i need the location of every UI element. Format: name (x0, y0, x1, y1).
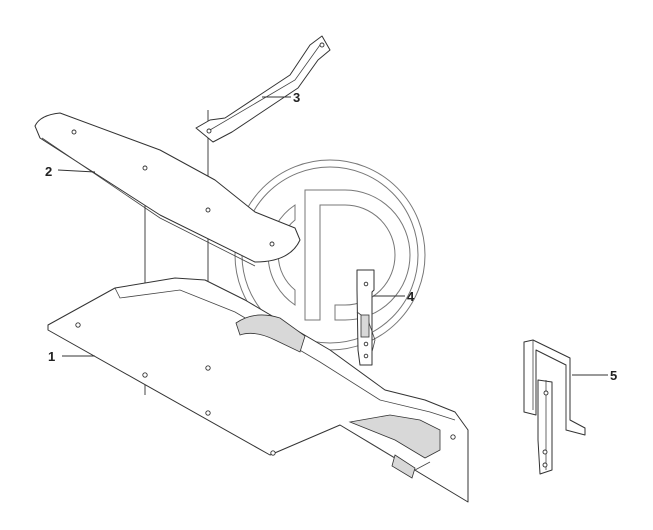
part-4-small-bracket (356, 269, 376, 366)
callout-3: 3 (293, 90, 300, 105)
part-5-channel-bracket (523, 339, 586, 475)
callout-4: 4 (407, 289, 415, 304)
callout-1: 1 (48, 349, 55, 364)
part-2-upper-plate (34, 112, 301, 267)
callout-5: 5 (610, 368, 617, 383)
part-3-diagonal-bracket (195, 35, 331, 143)
callout-2: 2 (45, 164, 52, 179)
callout-leaders (57, 96, 608, 376)
part-1-cover-plate (47, 277, 469, 503)
